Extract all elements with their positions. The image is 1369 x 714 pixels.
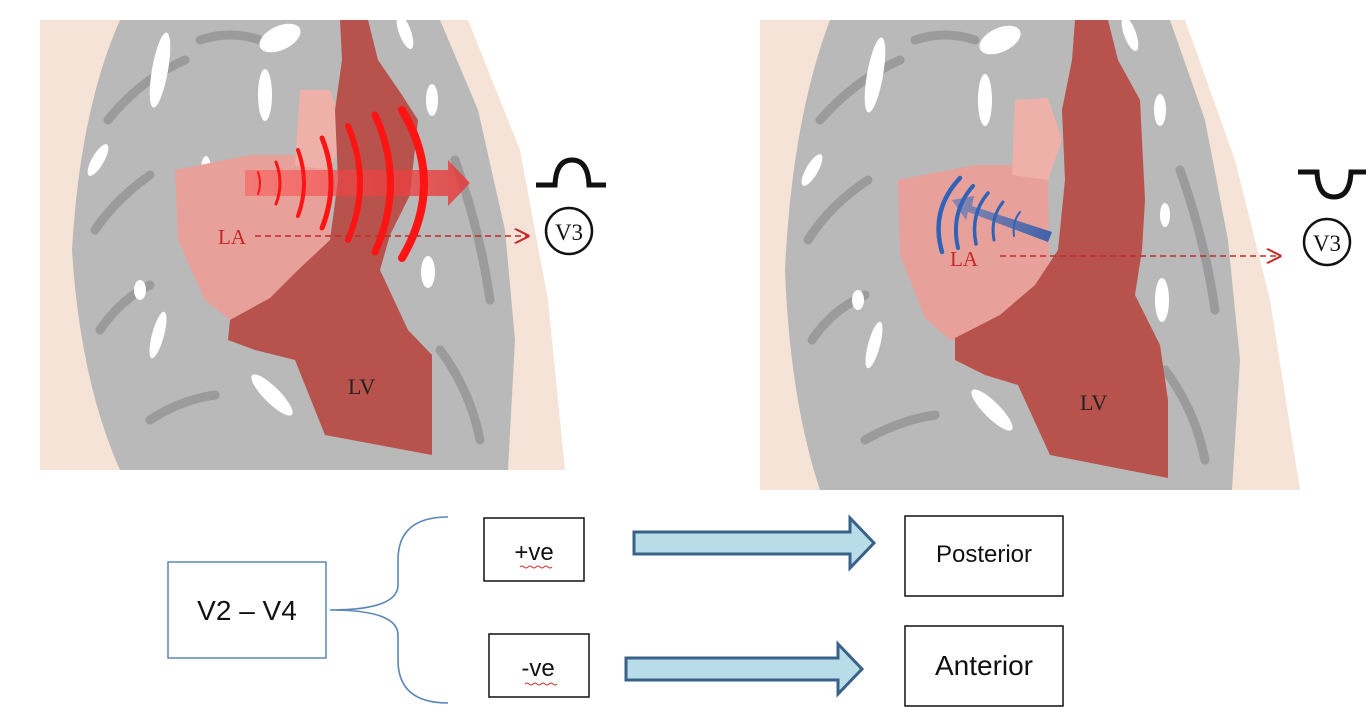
posterior-label: Posterior xyxy=(936,541,1032,568)
left-la-appendage xyxy=(295,90,345,170)
anterior-box: Anterior xyxy=(904,625,1064,707)
right-la-appendage xyxy=(1012,98,1062,180)
red-wavefront-icon xyxy=(257,106,428,262)
left-white-spots xyxy=(87,14,438,416)
blue-wavefront-icon xyxy=(936,175,1021,255)
right-block-arrow-icon xyxy=(632,514,877,572)
right-lv-chamber xyxy=(955,20,1168,478)
left-lead-label: V3 xyxy=(555,220,583,245)
positive-box: +ve xyxy=(483,517,585,582)
right-la-label: LA xyxy=(950,247,979,271)
lead-circle-icon: V3 xyxy=(1302,217,1352,267)
right-block-arrow-icon xyxy=(624,640,865,698)
posterior-box: Posterior xyxy=(904,515,1064,597)
left-la-label: LA xyxy=(218,225,247,249)
left-heart-panel: LA LV V3 xyxy=(40,14,606,470)
right-lead-label: V3 xyxy=(1313,231,1341,256)
anterior-label: Anterior xyxy=(935,650,1033,681)
source-label: V2 – V4 xyxy=(197,595,297,626)
left-upward-wave-icon xyxy=(536,157,606,188)
left-lv-label: LV xyxy=(348,374,375,399)
right-tissue-bands xyxy=(803,30,1220,465)
right-la-chamber xyxy=(898,165,1050,340)
right-blue-propagation-arrow xyxy=(952,196,1052,242)
right-heart-panel: LA LV V3 xyxy=(760,16,1366,490)
right-white-spots xyxy=(801,16,1170,431)
right-downward-wave-icon xyxy=(1298,169,1366,200)
negative-box: -ve xyxy=(488,633,590,698)
lead-circle-icon: V3 xyxy=(544,206,594,256)
flow-diagram: V2 – V4 +ve -ve Posterior Anterior xyxy=(167,514,1064,707)
spell-underline xyxy=(524,682,558,686)
source-box: V2 – V4 xyxy=(167,561,327,659)
right-lv-label: LV xyxy=(1080,390,1107,415)
brace-icon xyxy=(329,516,449,704)
positive-label: +ve xyxy=(514,539,553,566)
spell-underline xyxy=(519,565,553,569)
negative-label: -ve xyxy=(521,655,554,682)
